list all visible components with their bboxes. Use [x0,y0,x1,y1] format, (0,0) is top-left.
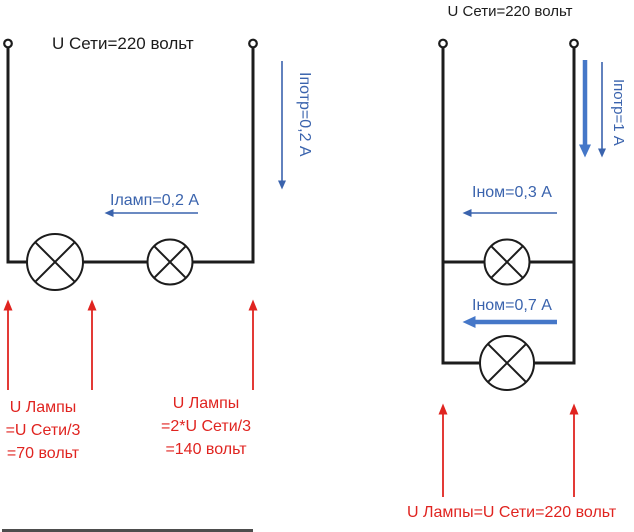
right-consumed-current-label: Iпотр=1 А [610,79,627,146]
terminal-icon [248,38,258,49]
note-line: =140 вольт [165,441,247,458]
bottom-edge-artifact [2,529,253,532]
left-circuit-voltage-arrows [3,299,258,390]
note-line: U Лампы [172,395,240,412]
note-line: U Лампы [9,399,77,416]
note-line: =70 вольт [6,445,80,462]
right-lamp-voltage-note: U Лампы=U Сети=220 вольт [407,504,617,521]
lamp-icon [479,335,535,391]
left-source-voltage-label: U Сети=220 вольт [52,34,194,53]
left-lamp-voltage-note-1: U Лампы =U Сети/3 =70 вольт [0,396,86,465]
left-circuit-current-arrows [104,61,286,217]
right-circuit-voltage-arrows [438,403,579,497]
right-source-voltage-label: U Сети=220 вольт [447,3,573,20]
note-line: =U Сети/3 [5,422,81,439]
terminal-icon [569,38,579,49]
lamp-icon [146,238,194,286]
right-bottom-lamp-current-label: Iном=0,7 А [472,297,552,314]
lamp-icon [26,233,84,291]
right-circuit-wires [438,38,579,365]
terminal-icon [3,38,13,49]
left-circuit-wires [3,38,258,264]
terminal-icon [438,38,448,49]
left-consumed-current-label: Iпотр=0,2 А [296,72,313,157]
right-top-lamp-current-label: Iном=0,3 А [472,184,552,201]
left-lamp-voltage-note-2: U Лампы =2*U Сети/3 =140 вольт [159,392,253,461]
wire [6,47,27,264]
wire [192,47,255,264]
note-line: =2*U Сети/3 [161,418,251,435]
left-lamp-current-label: Iламп=0,2 А [110,192,200,209]
right-circuit-current-arrows [462,60,606,328]
lamp-icon [483,238,531,286]
